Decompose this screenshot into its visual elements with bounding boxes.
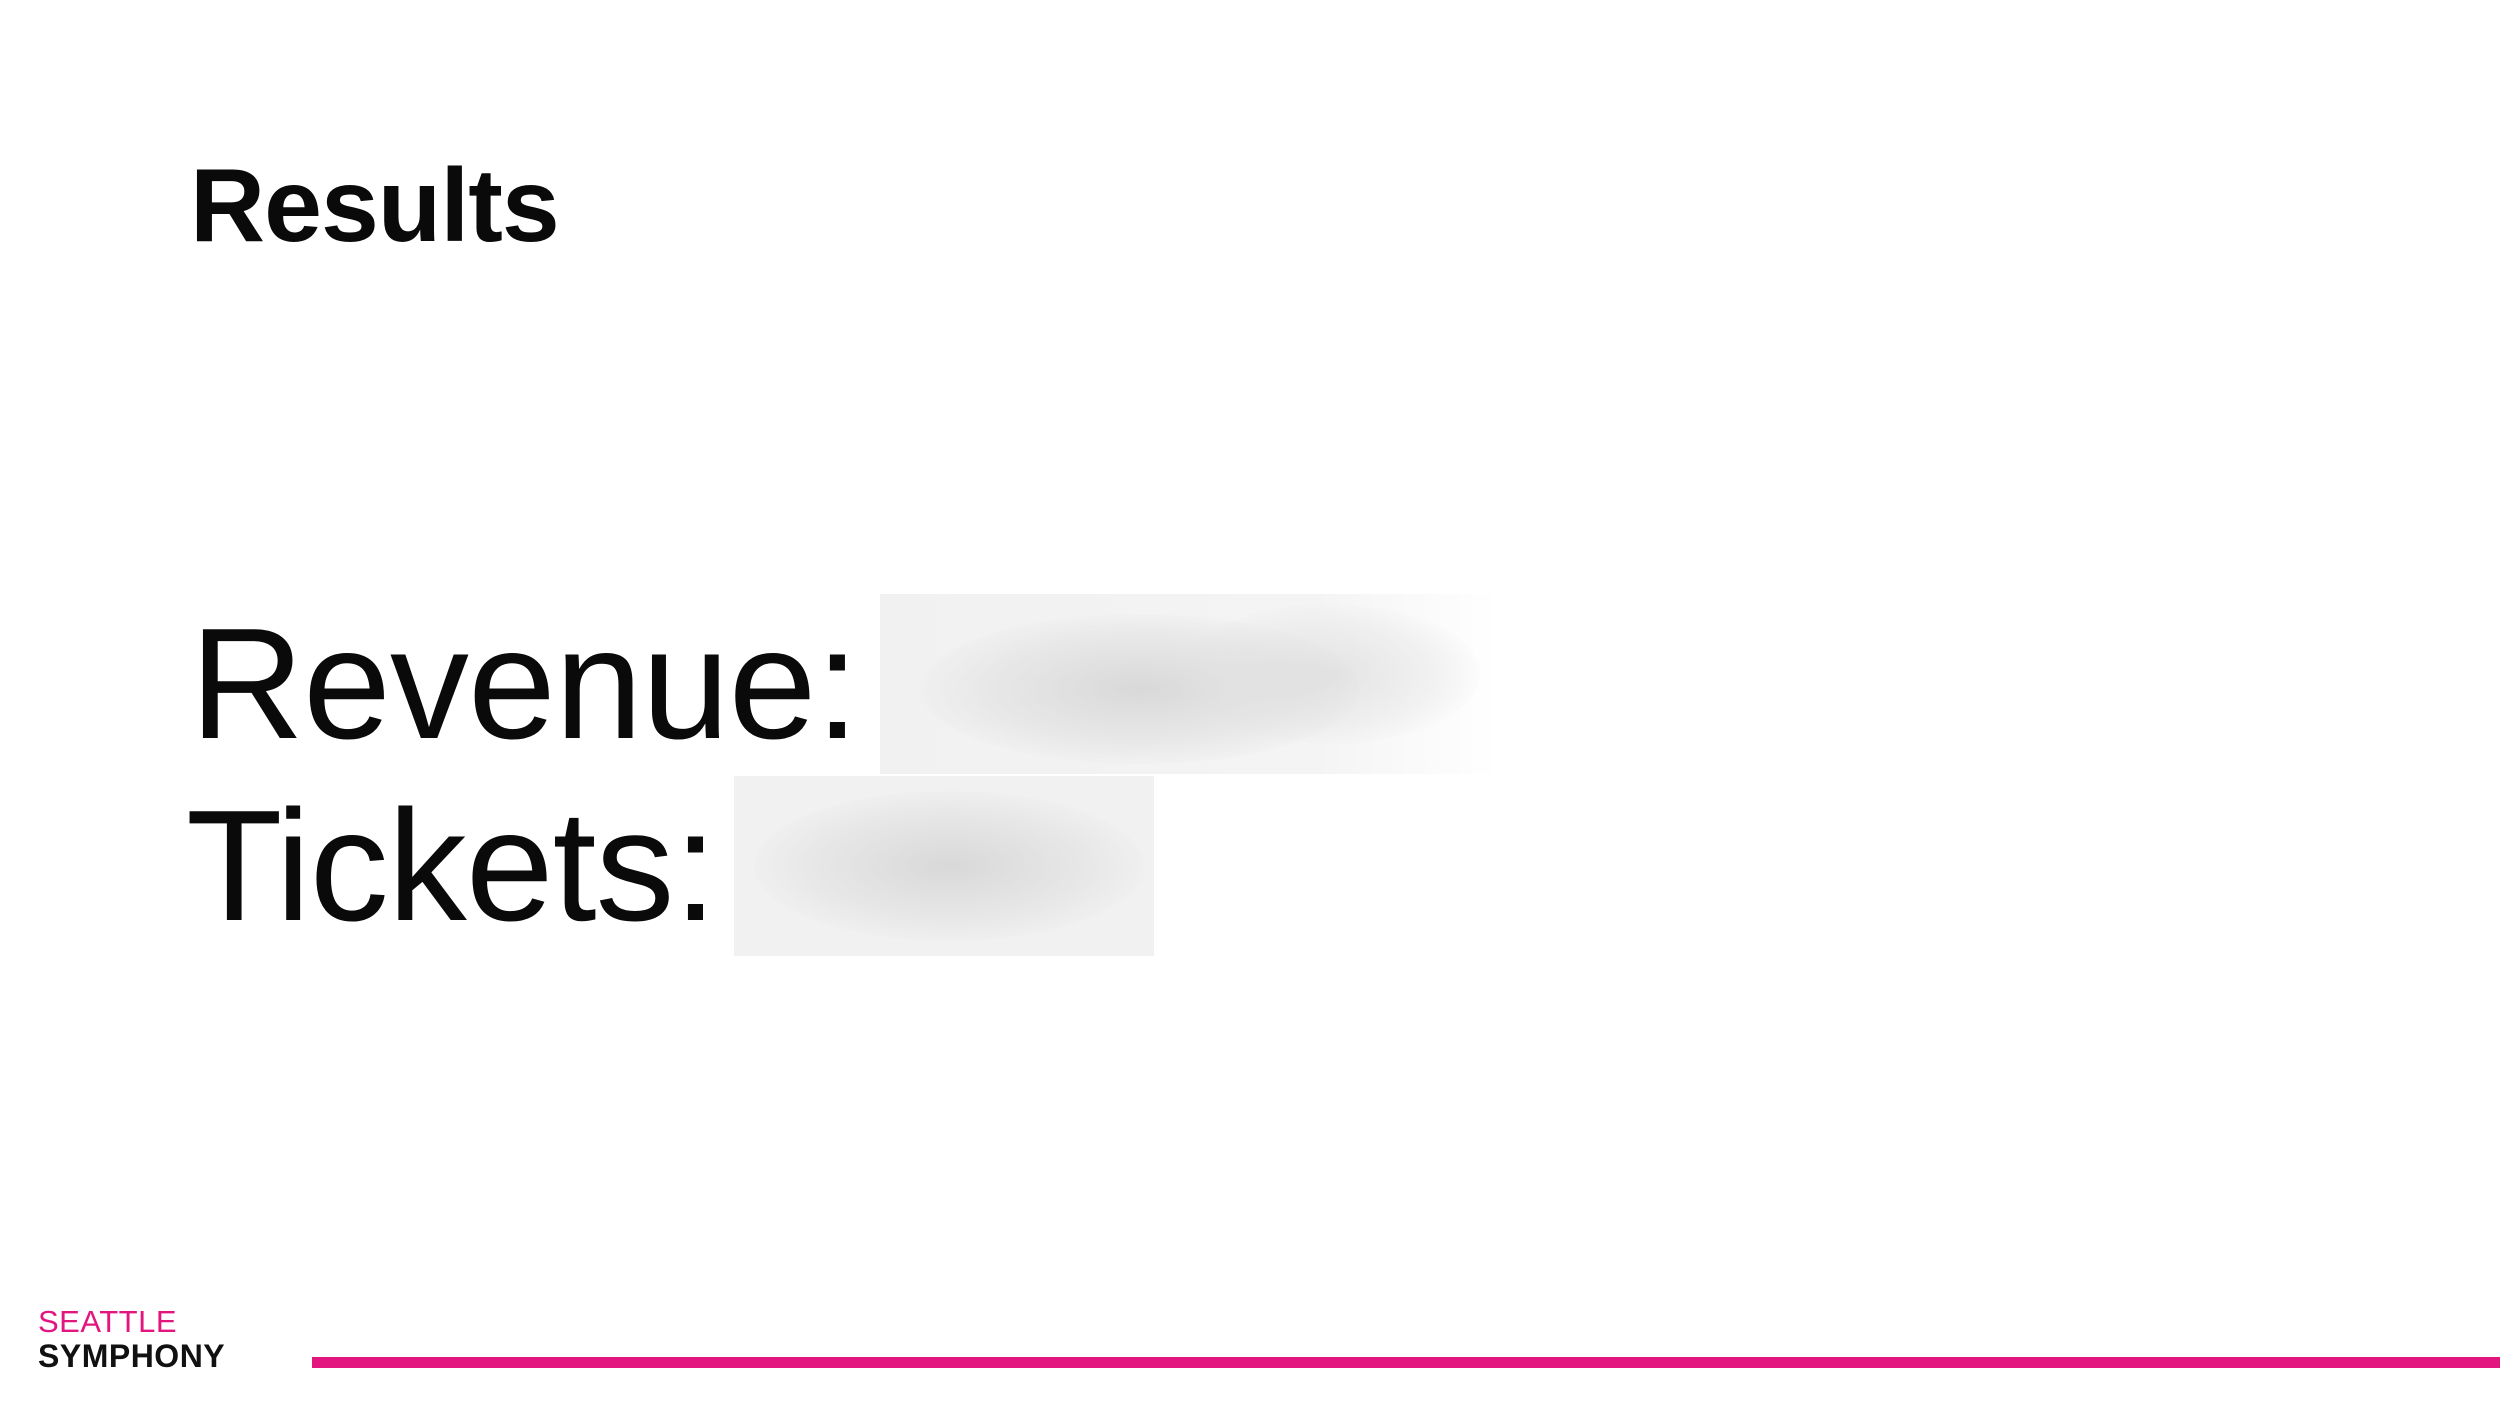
footer-accent-rule <box>312 1357 2500 1368</box>
redaction-blur <box>754 791 1145 941</box>
revenue-label: Revenue: <box>190 596 859 772</box>
revenue-row: Revenue: <box>190 594 1501 774</box>
logo-line-seattle: SEATTLE <box>38 1304 178 1339</box>
revenue-value-redacted <box>880 594 1501 774</box>
slide-title: Results <box>190 148 560 264</box>
redaction-blur <box>1180 604 1481 744</box>
tickets-row: Tickets: <box>186 776 1155 956</box>
seattle-symphony-logo: SEATTLE SYMPHONY <box>38 1305 268 1375</box>
logo-line-symphony: SYMPHONY <box>38 1338 226 1374</box>
tickets-value-redacted <box>734 776 1155 956</box>
tickets-label: Tickets: <box>186 778 717 954</box>
